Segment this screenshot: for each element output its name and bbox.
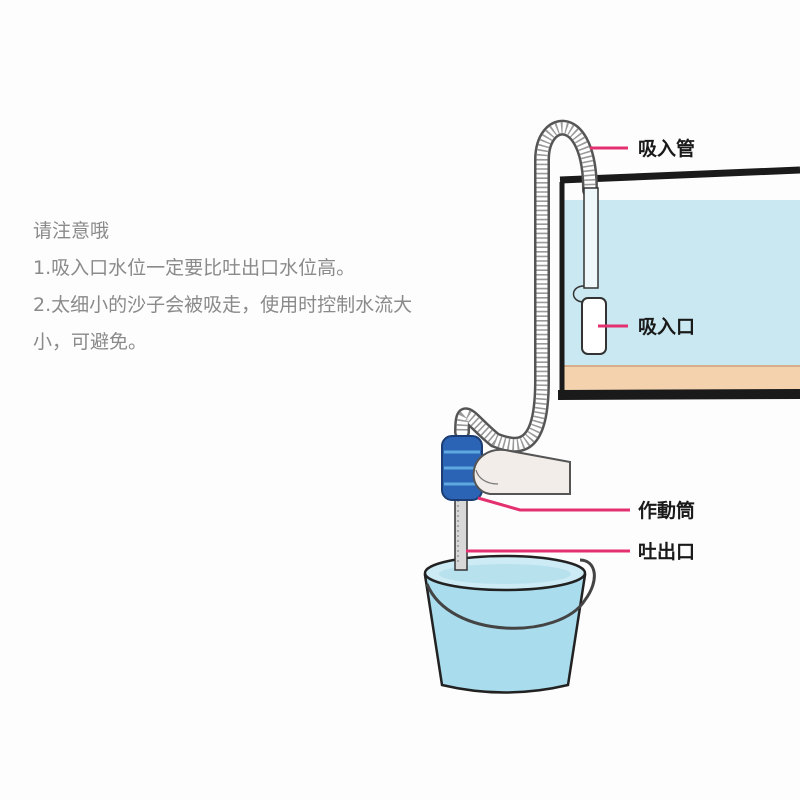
- tank-bottom: [557, 389, 800, 400]
- instructions-heading: 请注意哦: [33, 220, 110, 242]
- siphon-hose: [454, 119, 598, 453]
- bucket: [423, 554, 596, 694]
- leader-pump-bulb: [477, 496, 630, 512]
- instruction-item-2-line-2: 小，可避免。: [33, 331, 148, 353]
- outlet-tube: [454, 494, 468, 571]
- label-intake-tube: 吸入管: [638, 137, 695, 160]
- aquarium-tank: [557, 166, 800, 400]
- instructions-block: 请注意哦 1.吸入口水位一定要比吐出口水位高。 2.太细小的沙子会被吸走，使用时…: [33, 213, 493, 361]
- intake-pipe: [572, 187, 607, 355]
- leader-lines: [466, 146, 630, 553]
- tank-top-rim: [559, 166, 800, 184]
- label-pump-bulb: 作動筒: [638, 499, 695, 522]
- label-outlet: 吐出口: [638, 540, 695, 563]
- tank-sand: [560, 365, 800, 393]
- hand: [472, 448, 571, 495]
- instruction-item-2-line-1: 2.太细小的沙子会被吸走，使用时控制水流大: [33, 294, 413, 316]
- instruction-item-1: 1.吸入口水位一定要比吐出口水位高。: [33, 257, 356, 279]
- label-intake-port: 吸入口: [638, 316, 695, 338]
